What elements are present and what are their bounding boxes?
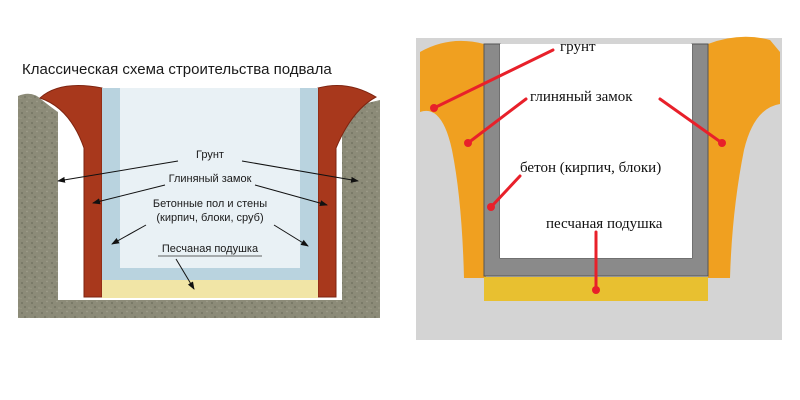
left-clay-lock-left [39, 85, 103, 298]
right-basement-interior [500, 44, 692, 258]
pointer-clay-right [658, 97, 724, 145]
arrow-clay-left [92, 184, 166, 205]
arrow-concrete-left [111, 224, 147, 245]
left-arrows [57, 160, 359, 290]
left-diagram-title: Классическая схема строительства подвала [22, 61, 332, 78]
pointer-concrete [489, 174, 522, 209]
right-diagram: грунт глиняный замок бетон (кирпич, блок… [416, 36, 782, 340]
left-label-sand-cushion: Песчаная подушка [162, 243, 259, 255]
left-label-concrete-line1: Бетонные пол и стены [153, 198, 267, 210]
left-concrete-wall-left [102, 88, 120, 280]
right-label-ground: грунт [560, 39, 596, 55]
left-concrete-floor [102, 268, 318, 280]
arrow-concrete-right [273, 224, 309, 247]
pointer-clay-left-dot [464, 139, 472, 147]
arrow-ground-right [241, 160, 359, 183]
left-label-clay-lock: Глиняный замок [169, 173, 252, 185]
right-label-concrete: бетон (кирпич, блоки) [520, 160, 661, 176]
pointer-ground-dot [430, 104, 438, 112]
pointer-sand-dot [592, 286, 600, 294]
arrow-clay-right [254, 184, 328, 207]
right-clay-lock-left [420, 40, 486, 279]
left-label-ground: Грунт [196, 149, 224, 161]
arrow-sand [175, 258, 195, 290]
right-clay-lock-right [708, 36, 780, 278]
pointer-ground [432, 48, 555, 110]
left-clay-lock-right [317, 85, 378, 298]
right-label-sand-cushion: песчаная подушка [546, 216, 663, 232]
arrow-ground-left [57, 160, 179, 183]
left-diagram: Классическая схема строительства подвала… [18, 61, 380, 318]
left-label-concrete-line2: (кирпич, блоки, сруб) [156, 212, 263, 224]
left-concrete-wall-right [300, 88, 318, 280]
pointer-concrete-dot [487, 203, 495, 211]
right-pointers [430, 48, 726, 294]
left-basement-interior [120, 88, 300, 268]
left-sand-cushion [102, 280, 318, 298]
pointer-clay-left [466, 97, 528, 145]
pointer-clay-right-dot [718, 139, 726, 147]
right-label-clay-lock: глиняный замок [530, 89, 633, 105]
